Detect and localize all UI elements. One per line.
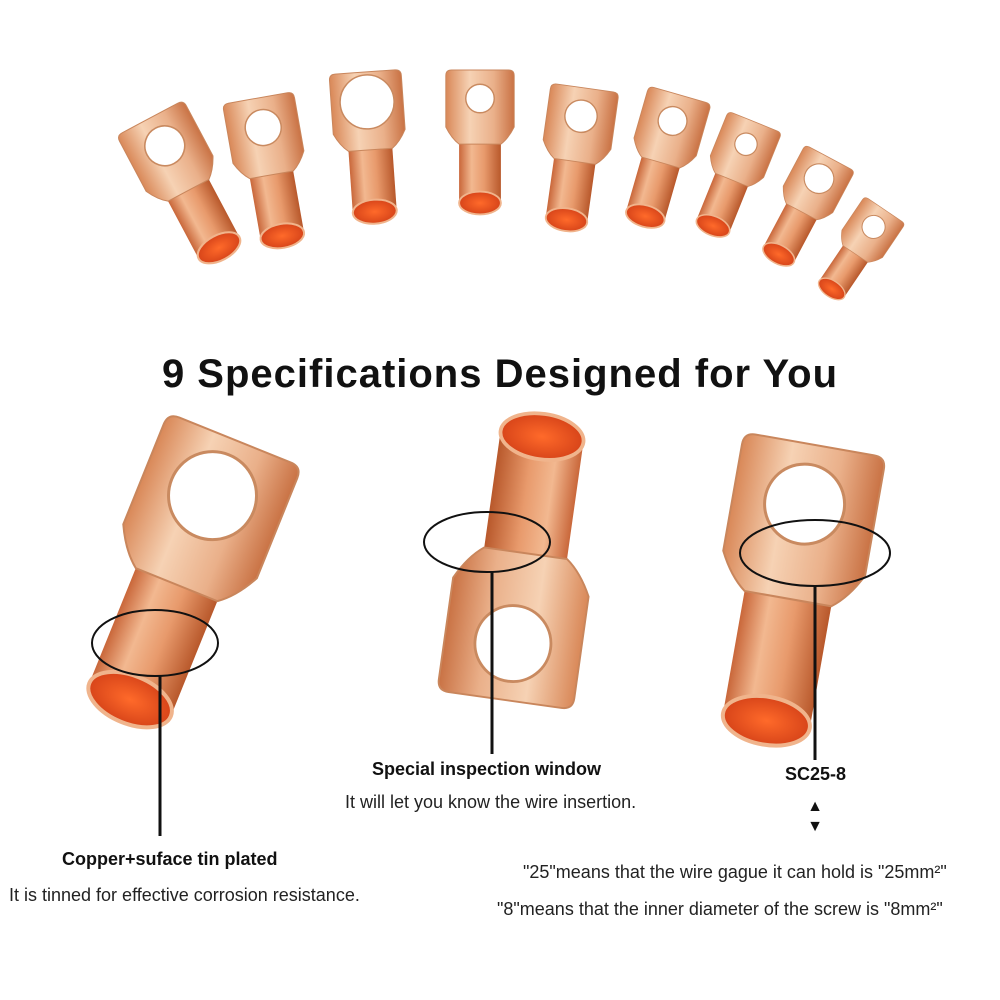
copper-lug <box>695 112 781 238</box>
copper-lug <box>222 92 306 250</box>
callout-left <box>91 609 219 836</box>
callout-right <box>739 519 891 760</box>
feature-text-inspection-window: It will let you know the wire insertion. <box>345 792 637 812</box>
callout-middle <box>423 511 551 754</box>
copper-lug <box>762 145 854 267</box>
feature-heading-inspection-window: Special inspection window <box>372 759 602 779</box>
copper-lug <box>437 411 590 710</box>
model-explanation-gauge: "25"means that the wire gague it can hol… <box>523 862 947 882</box>
copper-lug <box>720 433 886 748</box>
copper-lug <box>817 197 905 301</box>
copper-lug <box>542 83 619 233</box>
model-explanation-screw: "8"means that the inner diameter of the … <box>497 899 943 919</box>
arrow-up-icon: ▲ <box>807 798 823 815</box>
feature-heading-model: SC25-8 <box>785 764 847 784</box>
arrow-down-icon: ▼ <box>807 818 823 835</box>
copper-lug <box>445 69 515 216</box>
copper-lug <box>86 415 300 730</box>
copper-lug <box>625 86 711 229</box>
feature-text-tin-plated: It is tinned for effective corrosion res… <box>9 885 360 905</box>
page-title: 9 Specifications Designed for You <box>161 352 839 396</box>
feature-heading-tin-plated: Copper+suface tin plated <box>62 849 278 869</box>
copper-lug <box>329 69 406 225</box>
copper-lug <box>118 101 242 265</box>
